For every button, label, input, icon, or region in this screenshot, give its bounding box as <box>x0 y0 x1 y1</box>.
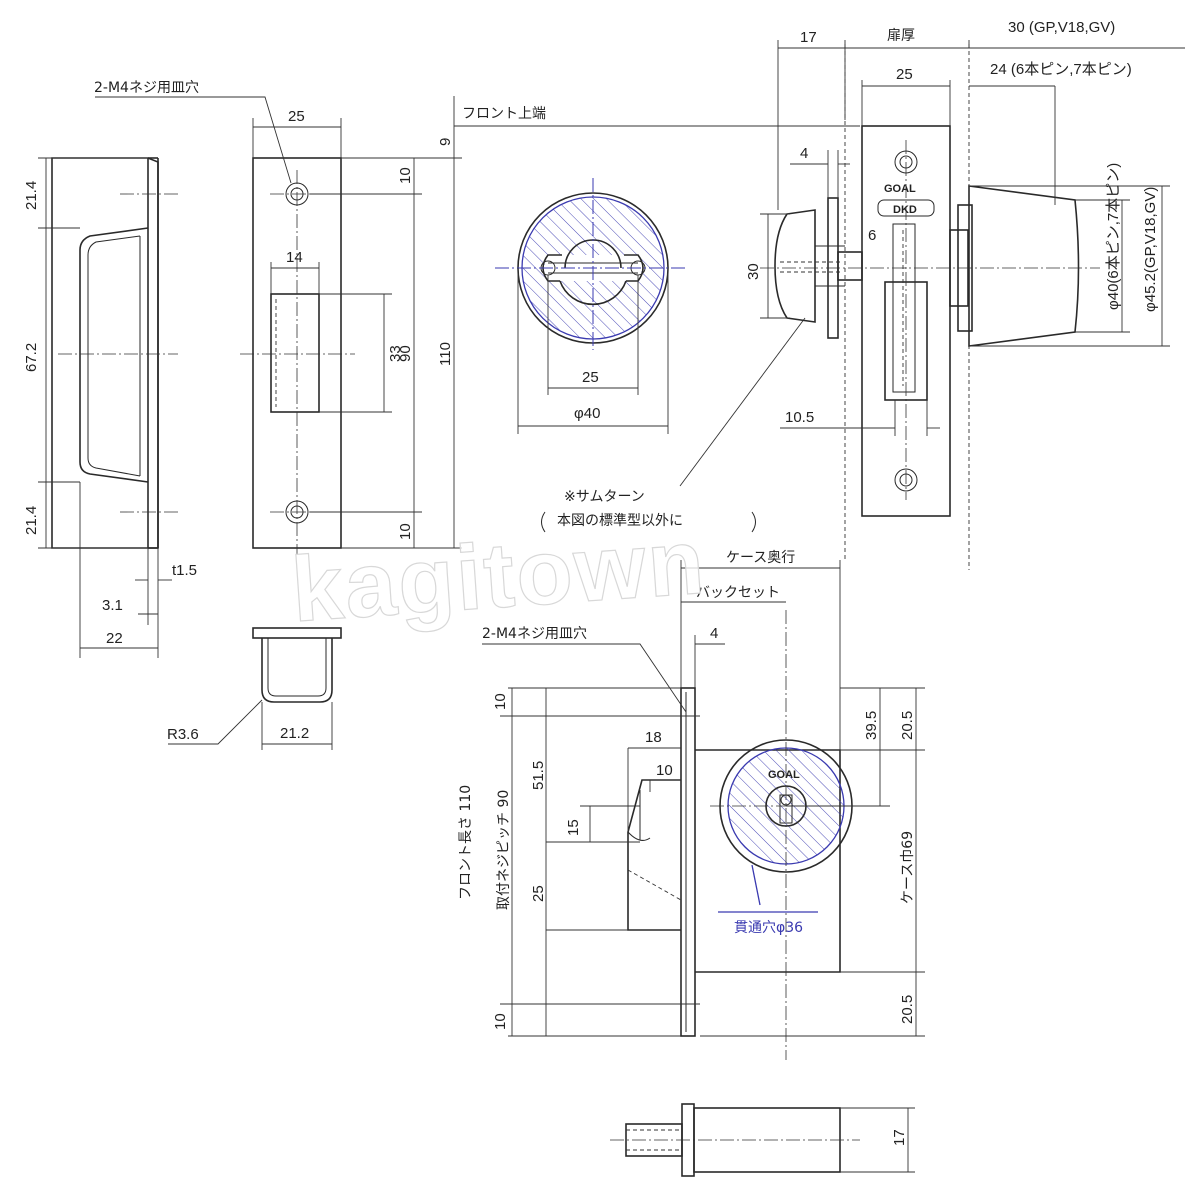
lock-dim-24: 24 (6本ピン,7本ピン) <box>990 61 1132 78</box>
strike-top-gap: 9 <box>437 138 454 146</box>
lock-dim-30v: 30 <box>745 263 762 280</box>
strike-dim-top: 21.4 <box>23 181 40 210</box>
strike-hole-top: 10 <box>397 167 414 184</box>
lock-dim-6: 6 <box>868 227 876 244</box>
case-hole-label: 2-M4ネジ用皿穴 <box>482 626 587 642</box>
strike-box-view: 21.2 R3.6 <box>167 627 342 750</box>
lock-dim-door: 扉厚 <box>887 28 915 44</box>
strike-dim-middle: 67.2 <box>23 343 40 372</box>
lock-dim-4: 4 <box>800 145 808 162</box>
thumbturn-outer: φ40 <box>574 405 600 422</box>
case-dim-39-5: 39.5 <box>863 711 880 740</box>
case-depth-label: ケース奥行 <box>726 549 795 566</box>
lock-side-view: GOAL DKD 17 扉厚 30 (GP,V18,GV) 24 (6本ピン,7… <box>745 19 1185 570</box>
strike-front-view: 2-M4ネジ用皿穴 25 14 33 10 90 10 110 9 フロント上端 <box>94 80 860 555</box>
lock-dim-30: 30 (GP,V18,GV) <box>1008 19 1115 36</box>
bolt-view: 17 <box>610 1103 915 1177</box>
strike-total: 110 <box>437 342 454 366</box>
strike-slot-width: 14 <box>286 249 303 266</box>
case-dim-25: 25 <box>530 885 547 902</box>
backset-label: バックセット <box>696 585 780 601</box>
case-dim-10: 10 <box>656 762 673 779</box>
thumbturn-inner: 25 <box>582 369 599 386</box>
lock-dim-17: 17 <box>800 29 817 46</box>
thumbturn-view: 25 φ40 ※サムターン 本図の標準型以外に <box>495 178 806 533</box>
front-brand-goal: GOAL <box>884 183 916 195</box>
through-hole-label: 貫通穴φ36 <box>734 920 803 936</box>
strike-hole-bottom: 10 <box>397 523 414 540</box>
case-dim-51-5: 51.5 <box>530 761 547 790</box>
thumbturn-note-1: ※サムターン <box>564 489 645 505</box>
case-dim-10-top: 10 <box>492 693 509 710</box>
strike-dim-depth: 22 <box>106 630 123 647</box>
lock-dia-40: φ40(6本ピン,7本ピン) <box>1105 163 1122 310</box>
thumbturn-note-2: 本図の標準型以外に <box>557 513 683 529</box>
bolt-dim-17: 17 <box>891 1129 908 1146</box>
lock-dim-25: 25 <box>896 66 913 83</box>
case-dim-4: 4 <box>710 625 718 642</box>
case-width-label: ケース巾69 <box>900 831 916 904</box>
strike-dim-bottom: 21.4 <box>23 506 40 535</box>
front-top-label: フロント上端 <box>462 106 546 122</box>
pitch-label: 取付ネジピッチ 90 <box>496 790 512 910</box>
case-dim-18: 18 <box>645 729 662 746</box>
strike-slot-height: 33 <box>387 345 404 362</box>
case-dim-20-5-top: 20.5 <box>899 711 916 740</box>
case-dim-10-bottom: 10 <box>492 1013 509 1030</box>
strike-box-width: 21.2 <box>280 725 309 742</box>
front-length-label: フロント長さ 110 <box>458 785 474 900</box>
strike-radius: R3.6 <box>167 726 199 743</box>
strike-dim-thickness: t1.5 <box>172 562 197 579</box>
lock-dia-45: φ45.2(GP,V18,GV) <box>1142 187 1159 312</box>
strike-dim-offset: 3.1 <box>102 597 123 614</box>
case-front-view: GOAL 貫通穴φ36 ケース奥行 バックセット 4 2-M4ネジ用皿穴 10 … <box>458 549 925 1060</box>
strike-hole-label: 2-M4ネジ用皿穴 <box>94 80 199 96</box>
case-dim-20-5-bottom: 20.5 <box>899 995 916 1024</box>
lock-dim-10-5: 10.5 <box>785 409 814 426</box>
case-dim-15: 15 <box>565 819 582 836</box>
strike-front-width: 25 <box>288 108 305 125</box>
strike-side-view: 21.4 67.2 21.4 t1.5 3.1 22 <box>23 157 197 658</box>
front-brand-dkd: DKD <box>893 204 917 216</box>
watermark: kagitown <box>288 511 709 642</box>
strike-pitch: 90 <box>397 345 414 362</box>
case-brand-goal: GOAL <box>768 769 800 781</box>
